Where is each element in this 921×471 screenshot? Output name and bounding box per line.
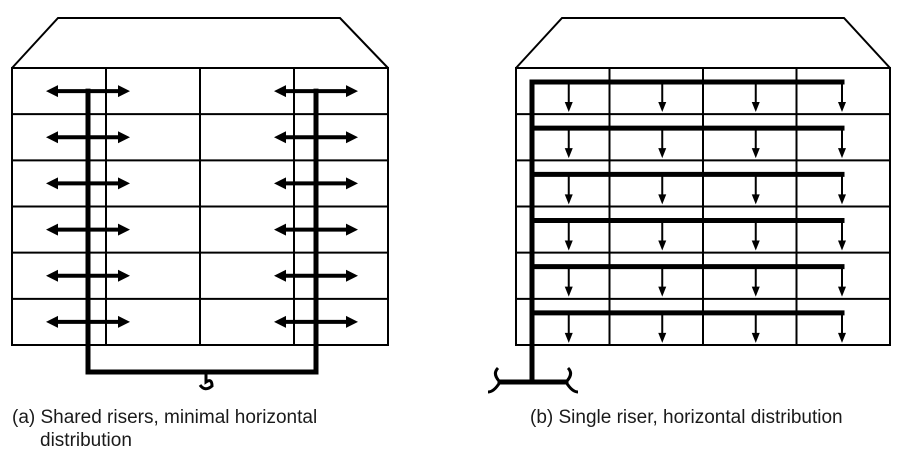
panel-a-distribution-arrow-right-head-left bbox=[274, 177, 286, 190]
panel-a-distribution-arrow-right bbox=[274, 85, 358, 98]
panel-b-drop-arrow bbox=[751, 175, 760, 205]
panel-b-drop-arrow bbox=[564, 267, 573, 297]
panel-b-drop-arrow-head bbox=[658, 240, 667, 251]
panel-a-distribution-arrow-right-head-right bbox=[346, 315, 358, 328]
panel-a-distribution-arrow-left bbox=[46, 315, 130, 328]
panel-a-distribution-arrow-left-head-left bbox=[46, 177, 58, 190]
panel-b-drop-arrow bbox=[564, 221, 573, 251]
panel-a-distribution-arrow-right-head-right bbox=[346, 223, 358, 236]
panel-b-drop-arrow bbox=[564, 129, 573, 159]
panel-b-drop-arrow-head bbox=[838, 148, 846, 159]
panel-b-drop-arrow bbox=[658, 83, 667, 112]
panel-b-drop-arrow-head bbox=[751, 102, 760, 112]
panel-b-drop-arrow bbox=[838, 267, 846, 297]
panel-a-distribution-arrow-left bbox=[46, 177, 130, 190]
panel-a-caption-line2: distribution bbox=[40, 430, 132, 451]
panel-b-drop-arrow-head bbox=[564, 332, 573, 343]
panel-a-distribution-arrow-right bbox=[274, 131, 358, 144]
panel-b-supply-break-left bbox=[487, 366, 502, 394]
panel-a-distribution-arrow-left-head-right bbox=[118, 177, 130, 190]
panel-a-distribution-arrow-right bbox=[274, 269, 358, 282]
panel-b-drop-arrow-head bbox=[751, 332, 760, 343]
panel-a-distribution-arrow-left-head-right bbox=[118, 223, 130, 236]
panel-b-caption: (b) Single riser, horizontal distributio… bbox=[530, 406, 843, 429]
panel-b-drop-arrow bbox=[751, 83, 760, 112]
panel-a-distribution-arrow-left-head-left bbox=[46, 131, 58, 144]
panel-b-drop-arrow-head bbox=[658, 148, 667, 159]
panel-a-distribution-arrow-right-head-right bbox=[346, 85, 358, 98]
panel-b-building bbox=[487, 17, 891, 394]
panel-b-drop-arrow bbox=[838, 83, 846, 112]
panel-b-drop-arrow bbox=[751, 267, 760, 297]
panel-b-drop-arrow bbox=[658, 267, 667, 297]
panel-b-drop-arrow bbox=[564, 83, 573, 112]
panel-b-drop-arrow-head bbox=[658, 194, 667, 205]
panel-a-distribution-arrow-left-head-left bbox=[46, 269, 58, 282]
panel-b-drop-arrow-head bbox=[564, 194, 573, 205]
panel-b-drop-arrow-head bbox=[564, 102, 573, 112]
panel-a-distribution-arrow-left bbox=[46, 223, 130, 236]
panel-a-distribution-arrow-left bbox=[46, 131, 130, 144]
panel-b-drop-arrow bbox=[838, 129, 846, 159]
panel-a-distribution-arrow-right bbox=[274, 177, 358, 190]
panel-a-distribution-arrow-left bbox=[46, 85, 130, 98]
panel-a-building bbox=[11, 17, 389, 391]
panel-b-drop-arrow bbox=[751, 221, 760, 251]
panel-a-distribution-arrow-right bbox=[274, 315, 358, 328]
panel-b-drop-arrow bbox=[838, 175, 846, 205]
panel-b-drop-arrow-head bbox=[658, 286, 667, 297]
panel-b-drop-arrow-head bbox=[838, 240, 846, 251]
panel-b-drop-arrow-head bbox=[751, 240, 760, 251]
panel-a-distribution-arrow-right-head-left bbox=[274, 315, 286, 328]
panel-b-drop-arrow bbox=[751, 129, 760, 159]
panel-a-distribution-arrow-left-head-right bbox=[118, 315, 130, 328]
panel-b-drop-arrow-head bbox=[658, 332, 667, 343]
panel-a-roof bbox=[11, 17, 389, 69]
panel-a-distribution-arrow-left-head-left bbox=[46, 315, 58, 328]
panel-a-distribution-arrow-right bbox=[274, 223, 358, 236]
panel-a-caption-line1: (a) Shared risers, minimal horizontal bbox=[12, 407, 318, 428]
panel-b-drop-arrow bbox=[838, 221, 846, 251]
panel-b-drop-arrow bbox=[564, 175, 573, 205]
panel-a-distribution-arrow-left-head-left bbox=[46, 223, 58, 236]
panel-a-distribution-arrow-right-head-right bbox=[346, 177, 358, 190]
panel-b-drop-arrow bbox=[658, 313, 667, 343]
panel-b-drop-arrow-head bbox=[838, 286, 846, 297]
panel-b-drop-arrow-head bbox=[751, 286, 760, 297]
panel-a-distribution-arrow-left-head-right bbox=[118, 269, 130, 282]
panel-b-drop-arrow-head bbox=[838, 332, 846, 343]
panel-a-distribution-arrow-left-head-left bbox=[46, 85, 58, 98]
panel-b-drop-arrow bbox=[838, 313, 846, 343]
panel-b-drop-arrow-head bbox=[564, 240, 573, 251]
panel-b-drop-arrow-head bbox=[564, 148, 573, 159]
panel-b-drop-arrow bbox=[658, 175, 667, 205]
panel-a-distribution-arrow-right-head-left bbox=[274, 85, 286, 98]
panel-a-caption: (a) Shared risers, minimal horizontal di… bbox=[12, 406, 317, 452]
panel-a-supply-break bbox=[196, 370, 214, 391]
panel-b-supply-break-right bbox=[564, 366, 579, 394]
panel-b-drop-arrow bbox=[751, 313, 760, 343]
panel-b-roof bbox=[515, 17, 891, 69]
panel-b-drop-arrow-head bbox=[751, 194, 760, 205]
panel-b-drop-arrow-head bbox=[564, 286, 573, 297]
panel-b-drop-arrow bbox=[658, 221, 667, 251]
panel-a-distribution-arrow-right-head-right bbox=[346, 269, 358, 282]
panel-b-drop-arrow-head bbox=[838, 102, 846, 112]
panel-a-distribution-arrow-right-head-left bbox=[274, 223, 286, 236]
panel-a-distribution-arrow-left-head-right bbox=[118, 131, 130, 144]
panel-a-distribution-arrow-left-head-right bbox=[118, 85, 130, 98]
panel-a-distribution-arrow-right-head-left bbox=[274, 131, 286, 144]
panel-a-distribution-arrow-right-head-left bbox=[274, 269, 286, 282]
panel-b-drop-arrow-head bbox=[658, 102, 667, 112]
panel-b-caption-text: (b) Single riser, horizontal distributio… bbox=[530, 407, 843, 428]
panel-a-distribution-arrow-right-head-right bbox=[346, 131, 358, 144]
panel-a-distribution-arrow-left bbox=[46, 269, 130, 282]
panel-b-drop-arrow-head bbox=[838, 194, 846, 205]
panel-b-drop-arrow bbox=[658, 129, 667, 159]
panel-b-drop-arrow-head bbox=[751, 148, 760, 159]
panel-b-drop-arrow bbox=[564, 313, 573, 343]
